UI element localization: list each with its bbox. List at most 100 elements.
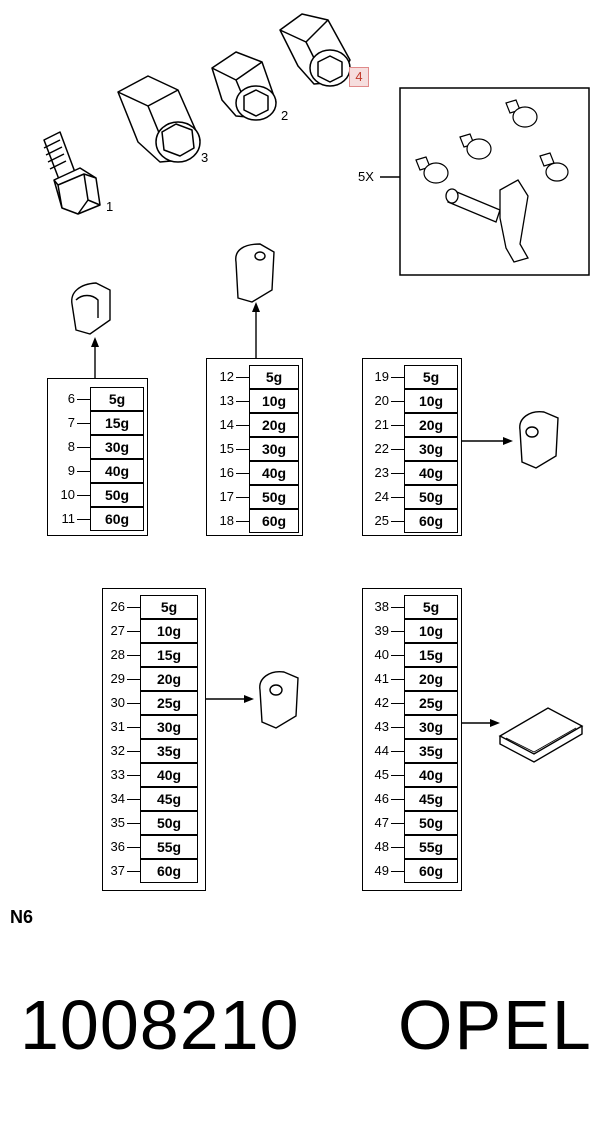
weight-value: 50g	[404, 811, 458, 835]
weight-value: 20g	[404, 667, 458, 691]
row-number: 42	[374, 695, 389, 710]
weight-value: 45g	[140, 787, 198, 811]
weight-value: 60g	[249, 509, 299, 533]
weight-value: 10g	[404, 619, 458, 643]
lock-kit-box: 5X	[358, 87, 590, 276]
leader-line	[391, 521, 404, 523]
row-number: 31	[110, 719, 125, 734]
leader-line	[127, 679, 140, 681]
row-number: 17	[219, 489, 234, 504]
row-number: 18	[219, 513, 234, 528]
row-number: 8	[67, 439, 75, 454]
callout-3: 3	[201, 150, 208, 165]
weight-value: 5g	[90, 387, 144, 411]
leader-line	[391, 799, 404, 801]
row-number: 20	[374, 393, 389, 408]
row-number: 30	[110, 695, 125, 710]
weight-row: 21 20g	[363, 413, 461, 437]
weight-value: 40g	[404, 461, 458, 485]
row-number: 48	[374, 839, 389, 854]
weight-value: 10g	[249, 389, 299, 413]
weight-value: 20g	[140, 667, 198, 691]
row-number: 6	[67, 391, 75, 406]
weight-value: 15g	[140, 643, 198, 667]
weight-row: 29 20g	[103, 667, 205, 691]
leader-line	[391, 631, 404, 633]
leader-line	[391, 703, 404, 705]
leader-line	[77, 495, 90, 497]
leader-line	[127, 847, 140, 849]
section-code: N6	[10, 907, 34, 927]
row-number: 14	[219, 417, 234, 432]
row-number: 29	[110, 671, 125, 686]
row-number: 21	[374, 417, 389, 432]
callout-1: 1	[106, 199, 113, 214]
weight-row: 35 50g	[103, 811, 205, 835]
weight-clip-icons	[71, 243, 584, 763]
weight-value: 20g	[404, 413, 458, 437]
weight-value: 35g	[140, 739, 198, 763]
row-number: 26	[110, 599, 125, 614]
leader-line	[77, 519, 90, 521]
weight-row: 17 50g	[207, 485, 302, 509]
weight-value: 50g	[140, 811, 198, 835]
leader-line	[391, 751, 404, 753]
leader-line	[391, 449, 404, 451]
row-number: 39	[374, 623, 389, 638]
weight-value: 30g	[140, 715, 198, 739]
leader-line	[236, 521, 249, 523]
row-number: 34	[110, 791, 125, 806]
row-number: 27	[110, 623, 125, 638]
row-number: 28	[110, 647, 125, 662]
row-number: 37	[110, 863, 125, 878]
leader-line	[236, 425, 249, 427]
leader-line	[391, 679, 404, 681]
weight-value: 10g	[140, 619, 198, 643]
row-number: 40	[374, 647, 389, 662]
socket-small-icon	[279, 13, 351, 87]
weight-value: 15g	[90, 411, 144, 435]
leader-line	[391, 871, 404, 873]
weight-row: 27 10g	[103, 619, 205, 643]
leader-line	[236, 401, 249, 403]
weight-value: 50g	[249, 485, 299, 509]
leader-line	[236, 473, 249, 475]
row-number: 7	[67, 415, 75, 430]
leader-line	[127, 727, 140, 729]
leader-line	[77, 447, 90, 449]
leader-line	[127, 775, 140, 777]
leader-line	[391, 401, 404, 403]
weight-value: 40g	[90, 459, 144, 483]
leader-line	[77, 399, 90, 401]
row-number: 23	[374, 465, 389, 480]
weight-value: 40g	[404, 763, 458, 787]
leader-line	[127, 703, 140, 705]
weight-value: 30g	[90, 435, 144, 459]
weight-value: 40g	[249, 461, 299, 485]
leader-line	[391, 727, 404, 729]
weight-value: 50g	[404, 485, 458, 509]
leader-line	[391, 823, 404, 825]
row-number: 35	[110, 815, 125, 830]
callout-4-highlight[interactable]: 4	[349, 67, 369, 87]
